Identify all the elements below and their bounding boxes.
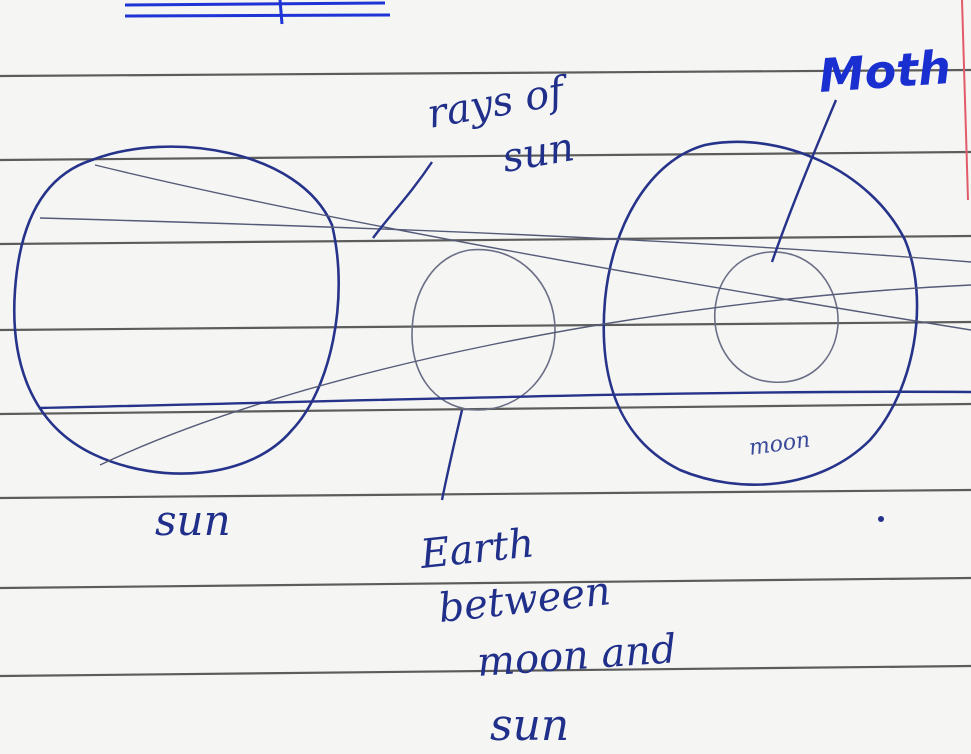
rays-label-line2: sun [499, 124, 578, 182]
ruled-line [0, 236, 971, 244]
earth-label-line4: sun [490, 700, 569, 751]
moon-circle [715, 252, 838, 382]
sun-rays [40, 165, 971, 465]
earth-pointer [442, 410, 462, 500]
ruled-line [0, 490, 971, 498]
ray-line [95, 165, 971, 330]
margin-line [962, 0, 968, 200]
moth-label: Moth [817, 40, 953, 103]
earth-circle [412, 250, 555, 410]
ray-line [100, 285, 971, 465]
ink-dot [878, 516, 884, 522]
sun-label: sun [155, 496, 231, 545]
earth-label-line1: Earth [417, 520, 536, 578]
ruled-line [0, 152, 971, 160]
earth-label-line2: between [436, 568, 613, 632]
moon-inner-label: moon [747, 428, 811, 461]
earth-label-line3: moon and [475, 626, 678, 686]
rays-pointer [373, 162, 432, 238]
ruled-line [0, 322, 971, 330]
sun-circle [14, 147, 338, 474]
top-underline [125, 0, 390, 24]
